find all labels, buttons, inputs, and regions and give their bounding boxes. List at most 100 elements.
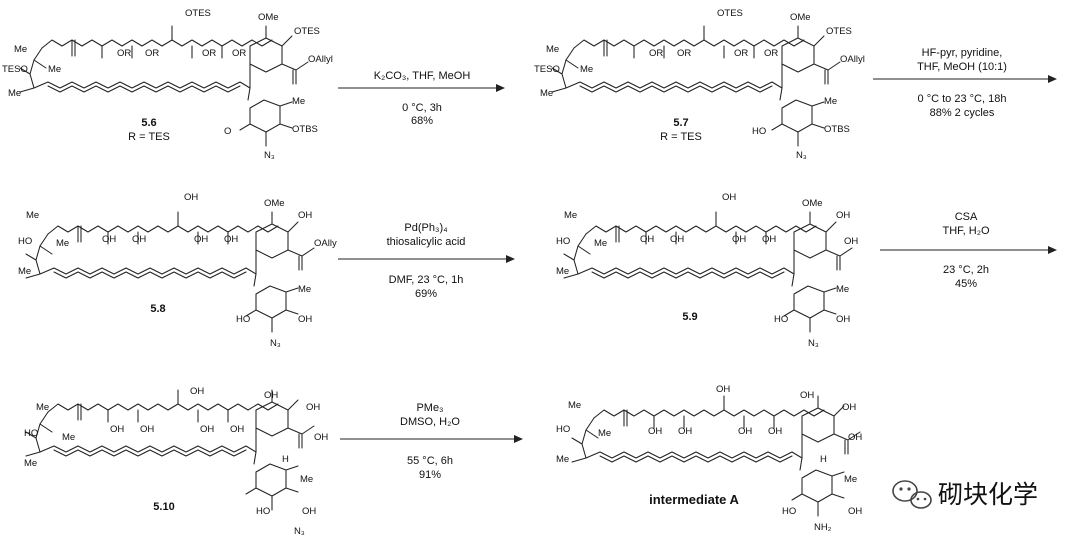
ho-label: HO [782, 506, 796, 517]
oh-label: OH [110, 424, 124, 435]
ome-label: OMe [802, 198, 823, 209]
reagents-text: DMSO, H₂O [400, 416, 460, 428]
ho-label: HO [556, 424, 570, 435]
oh-label: OH [844, 236, 858, 247]
or-label: OR [649, 48, 663, 59]
oh-label: OH [678, 426, 692, 437]
wechat-icon [892, 480, 932, 509]
ho-label: HO [256, 506, 270, 517]
acetate-o-label: O [224, 126, 231, 137]
me-label: Me [292, 96, 305, 107]
compound-5-6: OTES OMe OTES OAllyl OR OR OR OR Me TESO… [2, 8, 333, 161]
reaction-arrow-2: HF-pyr, pyridine, THF, MeOH (10:1) 0 °C … [873, 47, 1057, 119]
oh-label: OH [768, 426, 782, 437]
me-label: Me [824, 96, 837, 107]
oh-label: OH [298, 210, 312, 221]
reaction-arrow-1: K₂CO₃, THF, MeOH 0 °C, 3h 68% [338, 70, 505, 127]
yield-text: 88% 2 cycles [930, 107, 995, 119]
oh-label: OH [836, 210, 850, 221]
me-label: Me [18, 266, 31, 277]
otbs-label: OTBS [824, 124, 850, 135]
reagents-text: CSA [955, 211, 978, 223]
intermediate-a: OH OH OH OH OH OH OH OH Me HO Me Me H Me… [556, 384, 862, 533]
or-label: OR [764, 48, 778, 59]
reaction-arrow-4: CSA THF, H₂O 23 °C, 2h 45% [880, 211, 1057, 290]
reagents-text: Pd(Ph₃)₄ [404, 222, 448, 234]
oallyl-label: OAllyl [840, 54, 865, 65]
teso-label: TESO [534, 64, 560, 75]
me-label: Me [540, 88, 553, 99]
oh-label: OH [848, 506, 862, 517]
oh-label: OH [800, 390, 814, 401]
h-label: H [820, 454, 827, 465]
oh-label: OH [722, 192, 736, 203]
reaction-arrow-5: PMe₃ DMSO, H₂O 55 °C, 6h 91% [340, 402, 523, 481]
r-definition: R = TES [660, 131, 702, 143]
n3-label: N₃ [264, 150, 275, 161]
reaction-arrow-3: Pd(Ph₃)₄ thiosalicylic acid DMF, 23 °C, … [338, 222, 515, 300]
me-label: Me [300, 474, 313, 485]
oh-label: OH [732, 234, 746, 245]
or-label: OR [202, 48, 216, 59]
compound-5-8: OH OMe OH OAlly OH OH OH OH Me HO Me Me … [18, 192, 337, 349]
compound-id: 5.6 [141, 117, 156, 129]
reagents-text: THF, MeOH (10:1) [917, 61, 1007, 73]
me-label: Me [556, 454, 569, 465]
oh-label: OH [306, 402, 320, 413]
watermark-text: 砌块化学 [938, 481, 1038, 509]
oh-label: OH [194, 234, 208, 245]
conditions-text: 23 °C, 2h [943, 264, 989, 276]
me-label: Me [546, 44, 559, 55]
teso-label: TESO [2, 64, 28, 75]
oh-label: OH [738, 426, 752, 437]
oh-label: OH [648, 426, 662, 437]
me-label: Me [598, 428, 611, 439]
oh-label: OH [140, 424, 154, 435]
ome-label: OMe [264, 198, 285, 209]
compound-5-7: OTES OMe OTES OAllyl OR OR OR OR Me TESO… [534, 8, 865, 161]
oallyl-label: OAllyl [308, 54, 333, 65]
oh-label: OH [640, 234, 654, 245]
compound-id: 5.8 [150, 303, 165, 315]
oh-label: OH [314, 432, 328, 443]
oh-label: OH [200, 424, 214, 435]
reagents-text: PMe₃ [416, 402, 443, 414]
me-label: Me [564, 210, 577, 221]
or-label: OR [145, 48, 159, 59]
oh-label: OH [716, 384, 730, 395]
me-label: Me [568, 400, 581, 411]
oh-label: OH [842, 402, 856, 413]
reagents-text: K₂CO₃, THF, MeOH [374, 70, 471, 82]
reagents-text: THF, H₂O [942, 225, 989, 237]
me-label: Me [556, 266, 569, 277]
yield-text: 68% [411, 115, 433, 127]
oh-label: OH [848, 432, 862, 443]
me-label: Me [844, 474, 857, 485]
oh-label: OH [132, 234, 146, 245]
oh-label: OH [836, 314, 850, 325]
oh-label: OH [302, 506, 316, 517]
compound-5-10: OH OH OH OH OH OH OH OH Me HO Me Me H Me… [24, 386, 328, 537]
conditions-text: 55 °C, 6h [407, 455, 453, 467]
me-label: Me [580, 64, 593, 75]
oh-label: OH [264, 390, 278, 401]
or-label: OR [117, 48, 131, 59]
me-label: Me [8, 88, 21, 99]
ho-label: HO [774, 314, 788, 325]
yield-text: 91% [419, 469, 441, 481]
me-label: Me [298, 284, 311, 295]
me-label: Me [26, 210, 39, 221]
me-label: Me [56, 238, 69, 249]
n3-label: N₃ [796, 150, 807, 161]
otes-label: OTES [717, 8, 743, 19]
reagents-text: HF-pyr, pyridine, [922, 47, 1003, 59]
oally-label: OAlly [314, 238, 337, 249]
oh-label: OH [102, 234, 116, 245]
oh-label: OH [230, 424, 244, 435]
otes-label: OTES [294, 26, 320, 37]
nh2-label: NH₂ [814, 522, 832, 533]
ho-label: HO [18, 236, 32, 247]
or-label: OR [232, 48, 246, 59]
me-label: Me [836, 284, 849, 295]
